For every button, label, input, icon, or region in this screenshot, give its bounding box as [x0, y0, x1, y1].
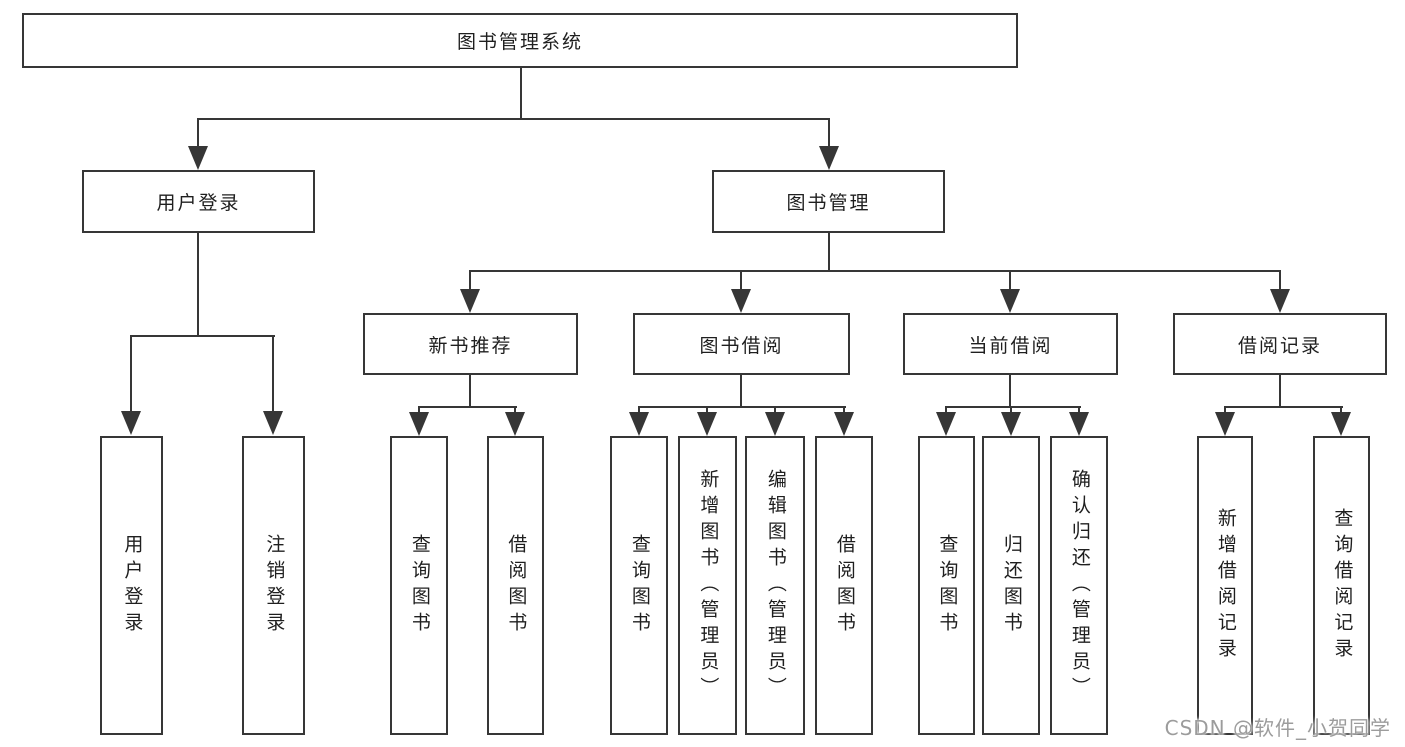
arrowhead-down	[936, 412, 956, 436]
leaf-label: 用户登录	[121, 533, 144, 638]
arrowhead-down	[263, 411, 283, 435]
arrowhead-down	[1270, 289, 1290, 313]
connector-leaf-stem	[418, 406, 420, 416]
leaf-query-books-borrow: 查询图书	[610, 436, 668, 735]
node-book-management: 图书管理	[712, 170, 945, 233]
leaf-return-books: 归还图书	[982, 436, 1040, 735]
arrowhead-down	[629, 412, 649, 436]
connector-leaf-stem	[1224, 406, 1226, 416]
connector-borrow-drop	[740, 375, 742, 408]
node-user-login: 用户登录	[82, 170, 315, 233]
connector-leaf-stem	[514, 406, 516, 416]
connector-current-drop	[1009, 375, 1011, 408]
node-label: 图书管理	[786, 192, 871, 214]
leaf-label: 归还图书	[1000, 533, 1023, 638]
arrowhead-down	[505, 412, 525, 436]
leaf-query-books-current: 查询图书	[918, 436, 975, 735]
leaf-borrow-books-recommend: 借阅图书	[487, 436, 544, 735]
arrowhead-down	[188, 146, 208, 170]
connector-leaf-stem	[1010, 406, 1012, 416]
leaf-label: 注销登录	[263, 533, 286, 638]
leaf-label: 确认归还（管理员）	[1068, 468, 1091, 703]
node-label: 图书管理系统	[456, 31, 583, 53]
leaf-logout: 注销登录	[242, 436, 305, 735]
node-current-borrowing: 当前借阅	[903, 313, 1118, 375]
connector-bookmgmt-stem	[828, 118, 830, 150]
node-label: 图书借阅	[699, 334, 784, 357]
connector-leaf-stem	[774, 406, 776, 416]
leaf-label: 编辑图书（管理员）	[764, 468, 787, 703]
connector-records-hbar	[1224, 406, 1343, 408]
node-label: 新书推荐	[428, 334, 513, 357]
arrowhead-down	[409, 412, 429, 436]
leaf-label: 查询图书	[628, 533, 651, 638]
connector-records-drop	[1279, 375, 1281, 408]
connector-userlogin-stem	[197, 118, 199, 150]
arrowhead-down	[460, 289, 480, 313]
node-new-book-recommendation: 新书推荐	[363, 313, 578, 375]
connector-login-leaf2-stem	[272, 335, 274, 415]
connector-current-stem	[1009, 270, 1011, 292]
leaf-user-login: 用户登录	[100, 436, 163, 735]
leaf-add-book-admin: 新增图书（管理员）	[678, 436, 737, 735]
connector-login-hbar	[130, 335, 275, 337]
leaf-query-books-recommend: 查询图书	[390, 436, 448, 735]
node-label: 当前借阅	[968, 334, 1053, 357]
leaf-label: 新增借阅记录	[1214, 507, 1237, 664]
node-book-borrowing: 图书借阅	[633, 313, 850, 375]
leaf-label: 借阅图书	[833, 533, 856, 638]
node-label: 用户登录	[156, 192, 241, 214]
arrowhead-down	[1215, 412, 1235, 436]
leaf-label: 查询图书	[408, 533, 431, 638]
connector-leaf-stem	[1078, 406, 1080, 416]
csdn-watermark: CSDN @软件_小贺同学	[1164, 716, 1391, 740]
connector-leaf-stem	[1340, 406, 1342, 416]
connector-leaf-stem	[638, 406, 640, 416]
arrowhead-down	[1069, 412, 1089, 436]
leaf-confirm-return-admin: 确认归还（管理员）	[1050, 436, 1108, 735]
connector-recommend-drop	[469, 375, 471, 408]
arrowhead-down	[1331, 412, 1351, 436]
leaf-edit-book-admin: 编辑图书（管理员）	[745, 436, 805, 735]
node-library-system: 图书管理系统	[22, 13, 1018, 68]
connector-root-drop	[520, 68, 522, 120]
connector-leaf-stem	[706, 406, 708, 416]
connector-level2-hbar	[197, 118, 830, 120]
leaf-query-borrow-record: 查询借阅记录	[1313, 436, 1370, 735]
connector-recommend-hbar	[418, 406, 517, 408]
connector-records-stem	[1279, 270, 1281, 292]
arrowhead-down	[1001, 412, 1021, 436]
leaf-label: 查询借阅记录	[1331, 507, 1354, 664]
leaf-label: 查询图书	[936, 533, 959, 638]
leaf-borrow-books: 借阅图书	[815, 436, 873, 735]
arrowhead-down	[731, 289, 751, 313]
node-borrowing-records: 借阅记录	[1173, 313, 1387, 375]
connector-level3-hbar	[469, 270, 1281, 272]
node-label: 借阅记录	[1237, 334, 1322, 357]
leaf-add-borrow-record: 新增借阅记录	[1197, 436, 1253, 735]
connector-leaf-stem	[843, 406, 845, 416]
connector-leaf-stem	[945, 406, 947, 416]
connector-bookmgmt-drop	[828, 233, 830, 272]
arrowhead-down	[834, 412, 854, 436]
arrowhead-down	[819, 146, 839, 170]
connector-current-hbar	[945, 406, 1081, 408]
connector-borrow-hbar	[638, 406, 846, 408]
arrowhead-down	[697, 412, 717, 436]
leaf-label: 借阅图书	[505, 533, 528, 638]
arrowhead-down	[765, 412, 785, 436]
arrowhead-down	[1000, 289, 1020, 313]
leaf-label: 新增图书（管理员）	[697, 468, 720, 703]
connector-userlogin-drop	[197, 233, 199, 337]
connector-login-leaf1-stem	[130, 335, 132, 415]
connector-recommend-stem	[469, 270, 471, 292]
connector-borrow-stem	[740, 270, 742, 292]
arrowhead-down	[121, 411, 141, 435]
